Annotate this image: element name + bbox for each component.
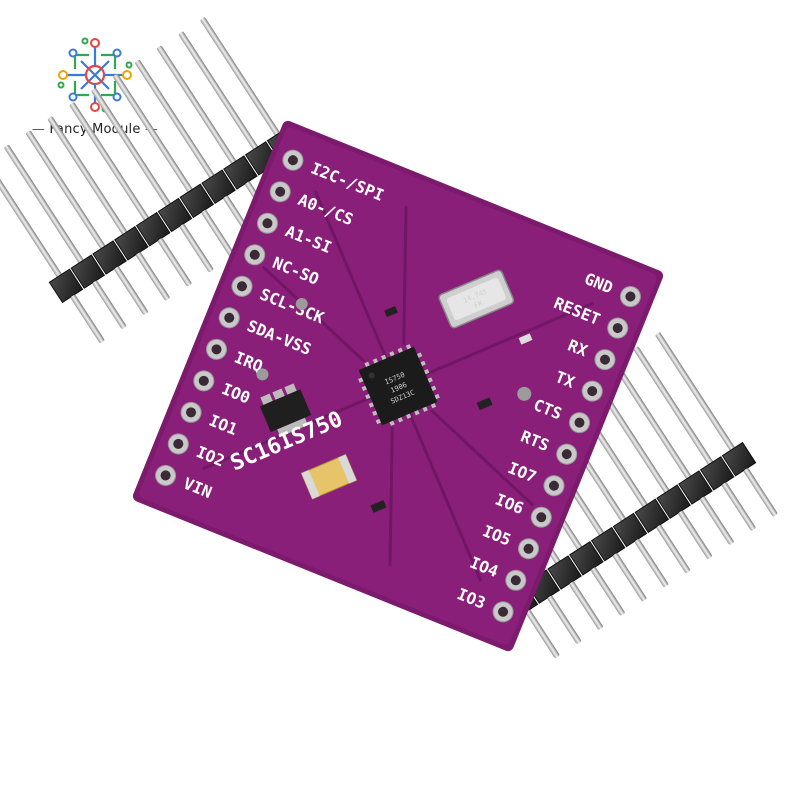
left-header-pin-short (179, 224, 214, 273)
pin-hole-center (186, 407, 197, 418)
chip-lead (406, 413, 412, 419)
chip-lead (364, 361, 370, 367)
chip-lead (397, 347, 403, 353)
pin-hole-center (198, 375, 209, 386)
left-header-pin-long (69, 102, 150, 222)
right-header-block (569, 541, 604, 576)
left-header-pin-long (91, 88, 172, 208)
pin-hole-center (498, 606, 509, 617)
pcb-board: I2C-/SPIA0-/CSA1-SINC-SOSCL-SCKSDA-VSSIR… (132, 120, 664, 652)
left-header-pin-long (0, 159, 63, 279)
chip-lead (434, 393, 440, 400)
chip-lead (422, 406, 428, 412)
right-header-pin-long (633, 346, 714, 466)
right-header-pin-short (547, 595, 582, 644)
right-header-pin-short (743, 468, 778, 517)
chip-lead (420, 360, 426, 366)
chip-lead (431, 385, 437, 391)
chip-lead (430, 403, 437, 409)
pin-hole-center (510, 575, 521, 586)
right-header-pin-short (591, 567, 625, 616)
left-header-pin-short (201, 210, 236, 258)
left-header-pin-long (47, 116, 128, 236)
right-header-pin-short (656, 525, 691, 573)
chip-lead (424, 369, 430, 375)
chip-lead (381, 354, 387, 360)
right-header-block (612, 512, 648, 548)
right-header-pin-short (612, 553, 647, 602)
left-header-pin-long (200, 17, 281, 137)
chip-lead (427, 377, 433, 383)
chip-lead (365, 394, 371, 400)
chip-lead (389, 420, 395, 426)
pin-hole-center (262, 218, 273, 229)
right-header-pin-short (700, 496, 734, 545)
pin-hole-center (523, 543, 534, 554)
pin-hole-center (287, 155, 298, 166)
left-header-block (223, 155, 258, 190)
left-header-pin-short (136, 252, 170, 301)
pin-hole-center (236, 281, 247, 292)
chip-lead (405, 344, 412, 350)
pin-hole-center (211, 344, 222, 355)
chip-lead (372, 358, 378, 364)
right-header-pin-short (525, 609, 560, 658)
chip-lead (389, 351, 395, 357)
pin-hole-center (587, 386, 598, 397)
right-header-pin-short (634, 539, 669, 588)
chip-lead (361, 385, 367, 392)
left-header-pin-short (114, 266, 148, 315)
chip-lead (368, 402, 374, 408)
left-pin-holes (155, 149, 304, 486)
left-header (0, 17, 323, 343)
voltage-regulator (259, 383, 312, 437)
right-header-pin-long (611, 360, 692, 480)
pin-hole-center (536, 512, 547, 523)
pin-hole-center (561, 449, 572, 460)
pin-hole-center (160, 470, 171, 481)
left-header-pin-long (178, 31, 259, 151)
pin-hole-center (574, 417, 585, 428)
pin-hole-center (173, 438, 184, 449)
chip-lead (372, 410, 378, 416)
right-header-pin-short (569, 581, 603, 630)
chip-lead (414, 410, 420, 416)
left-header-pin-short (70, 294, 105, 343)
right-pin-holes (492, 286, 641, 623)
capacitor (300, 453, 358, 500)
left-header-pin-short (92, 280, 127, 329)
right-header-pin-short (678, 510, 712, 559)
right-header-pin-long (655, 332, 736, 452)
left-header-pin-long (113, 74, 194, 194)
pin-hole-center (612, 323, 623, 334)
uart-chip: IS750 1906 SDZ13C (358, 344, 440, 426)
left-header-pin-short (157, 238, 192, 287)
left-header-pin-long (4, 144, 85, 265)
left-header-pin-long (26, 130, 106, 250)
pin-hole-center (599, 354, 610, 365)
pin-hole-center (224, 312, 235, 323)
chip-lead (375, 418, 381, 425)
pin-hole-center (549, 480, 560, 491)
left-header-pin-long (156, 45, 237, 165)
chip-lead (358, 377, 364, 383)
chip-lead (397, 417, 404, 423)
right-header-pin-short (722, 482, 756, 531)
left-header-block (114, 226, 149, 261)
crystal: 14.745 FK (438, 269, 515, 329)
chip-lead (417, 352, 423, 358)
pin-hole-center (275, 186, 286, 197)
crystal-marking-line2: FK (473, 299, 485, 310)
left-header-block (135, 211, 171, 247)
pin-hole-center (249, 249, 260, 260)
pin-hole-center (625, 291, 636, 302)
left-header-pin-long (135, 60, 215, 180)
left-header-block (157, 197, 193, 233)
right-header-block (699, 456, 735, 491)
smd-resistors (256, 297, 533, 513)
